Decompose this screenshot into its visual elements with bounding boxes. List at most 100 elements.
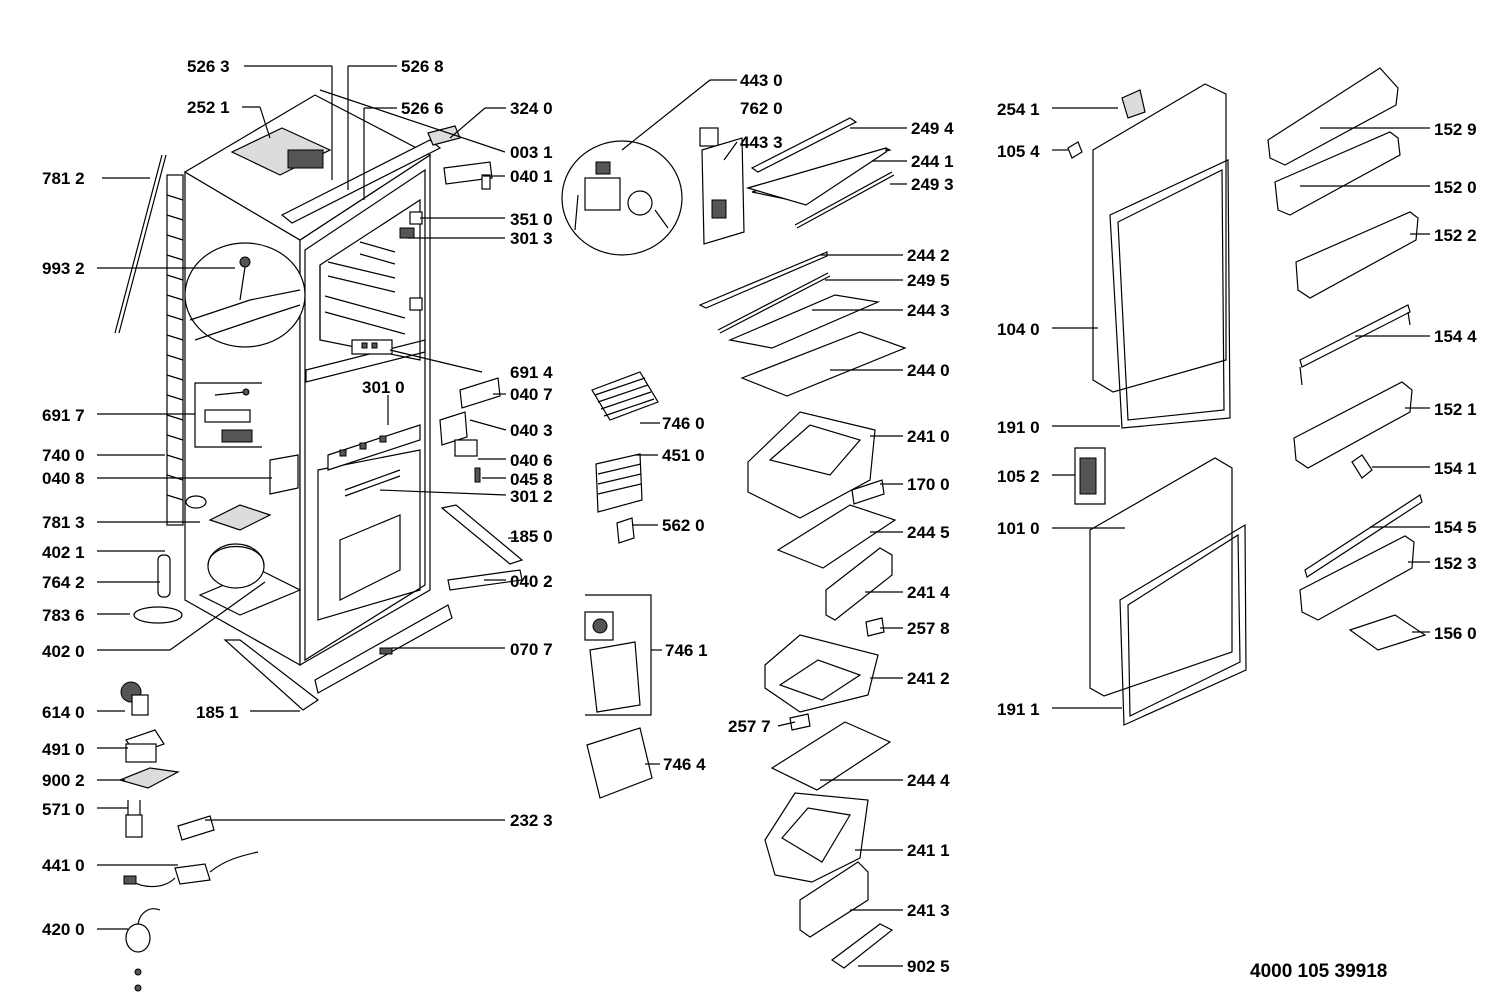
callout-label: 154 4	[1434, 327, 1477, 346]
callout-label: 241 1	[907, 841, 950, 860]
callout-label: 571 0	[42, 800, 85, 819]
callout-label: 420 0	[42, 920, 85, 939]
cabinet-accessories	[223, 125, 524, 711]
group-bracket-746-1	[585, 594, 652, 716]
callout-label: 156 0	[1434, 624, 1477, 643]
evaporator	[591, 371, 659, 544]
callout-label: 003 1	[510, 143, 553, 162]
callout-label: 402 1	[42, 543, 85, 562]
callout-label: 249 5	[907, 271, 950, 290]
callout-label: 491 0	[42, 740, 85, 759]
callout-label: 244 5	[907, 523, 950, 542]
callout-label: 900 2	[42, 771, 85, 790]
callout-label: 244 3	[907, 301, 950, 320]
callout-label: 783 6	[42, 606, 85, 625]
part-746-4	[586, 727, 653, 799]
callout-label: 040 7	[510, 385, 553, 404]
callout-label: 740 0	[42, 446, 85, 465]
callout-label: 185 0	[510, 527, 553, 546]
part-762-0	[699, 127, 719, 147]
condenser-assembly	[114, 154, 306, 526]
callout-label: 070 7	[510, 640, 553, 659]
cabinet-body	[183, 94, 442, 667]
callout-label: 040 6	[510, 451, 553, 470]
callout-label: 902 5	[907, 957, 950, 976]
callout-label: 241 2	[907, 669, 950, 688]
callout-label: 040 8	[42, 469, 85, 488]
door-bins	[1267, 67, 1427, 651]
callout-label: 746 0	[662, 414, 705, 433]
callout-label: 152 2	[1434, 226, 1477, 245]
crisper-drawers	[747, 411, 897, 969]
callout-label: 154 1	[1434, 459, 1477, 478]
callout-label: 441 0	[42, 856, 85, 875]
callout-label: 040 2	[510, 572, 553, 591]
callout-label: 443 3	[740, 133, 783, 152]
callout-label: 257 7	[728, 717, 771, 736]
callout-label: 154 5	[1434, 518, 1477, 537]
callout-label: 254 1	[997, 100, 1040, 119]
callout-label: 244 0	[907, 361, 950, 380]
callout-label: 244 1	[911, 152, 954, 171]
callout-label: 241 3	[907, 901, 950, 920]
callout-label: 104 0	[997, 320, 1040, 339]
callout-label: 691 4	[510, 363, 553, 382]
callout-label: 105 4	[997, 142, 1040, 161]
callout-label: 170 0	[907, 475, 950, 494]
callout-label: 244 4	[907, 771, 950, 790]
callout-label: 191 1	[997, 700, 1040, 719]
callout-label: 244 2	[907, 246, 950, 265]
callout-label: 691 7	[42, 406, 85, 425]
callout-label: 526 8	[401, 57, 444, 76]
fan-module	[561, 140, 683, 256]
callout-label: 040 3	[510, 421, 553, 440]
callout-label: 526 6	[401, 99, 444, 118]
callout-label: 301 0	[362, 378, 405, 397]
callout-label: 324 0	[510, 99, 553, 118]
callout-label: 232 3	[510, 811, 553, 830]
callout-label: 249 4	[911, 119, 954, 138]
callout-label: 746 4	[663, 755, 706, 774]
document-number: 4000 105 39918	[1250, 961, 1387, 982]
part-443-3	[701, 137, 745, 245]
callout-label: 185 1	[196, 703, 239, 722]
callout-label: 301 3	[510, 229, 553, 248]
electrical-parts	[118, 681, 259, 992]
callout-label: 351 0	[510, 210, 553, 229]
callout-label: 249 3	[911, 175, 954, 194]
callout-label: 993 2	[42, 259, 85, 278]
callout-label: 614 0	[42, 703, 85, 722]
callout-label: 526 3	[187, 57, 230, 76]
callout-label: 301 2	[510, 487, 553, 506]
callout-label: 762 0	[740, 99, 783, 118]
part-fan-housing	[589, 641, 641, 713]
callout-label: 257 8	[907, 619, 950, 638]
callout-label: 045 8	[510, 470, 553, 489]
callout-label: 241 0	[907, 427, 950, 446]
callout-label: 040 1	[510, 167, 553, 186]
callout-label: 191 0	[997, 418, 1040, 437]
callout-label: 764 2	[42, 573, 85, 592]
callout-label: 101 0	[997, 519, 1040, 538]
callout-label: 746 1	[665, 641, 708, 660]
callout-label: 781 2	[42, 169, 85, 188]
callout-label: 152 9	[1434, 120, 1477, 139]
callout-label: 443 0	[740, 71, 783, 90]
callout-label: 152 1	[1434, 400, 1477, 419]
callout-labels: 526 3 526 8 252 1 526 6 324 0 003 1 040 …	[42, 57, 1477, 976]
part-105-2-bracket	[1074, 447, 1106, 505]
callout-label: 781 3	[42, 513, 85, 532]
callout-label: 105 2	[997, 467, 1040, 486]
freezer-door	[1089, 457, 1247, 726]
callout-label: 451 0	[662, 446, 705, 465]
callout-label: 152 3	[1434, 554, 1477, 573]
fridge-door	[1067, 83, 1231, 429]
callout-label: 252 1	[187, 98, 230, 117]
leader-lines	[97, 65, 1430, 967]
glass-shelves	[698, 117, 907, 397]
callout-label: 562 0	[662, 516, 705, 535]
callout-label: 241 4	[907, 583, 950, 602]
callout-label: 402 0	[42, 642, 85, 661]
